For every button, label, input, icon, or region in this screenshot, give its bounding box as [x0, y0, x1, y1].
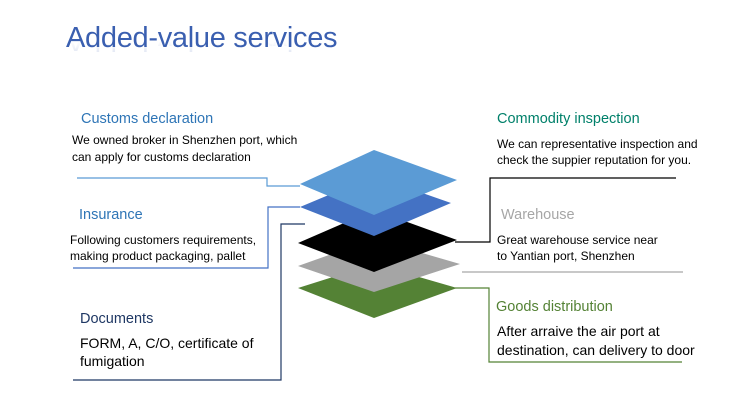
customs-heading: Customs declaration — [81, 111, 214, 127]
commodity-desc-line-1: We can representative inspection and — [497, 137, 698, 151]
commodity-heading: Commodity inspection — [497, 111, 640, 127]
warehouse-desc-line-1: Great warehouse service near — [497, 233, 658, 247]
connector-distribution — [455, 287, 682, 363]
layer-black — [298, 210, 457, 272]
connector-commodity — [455, 177, 676, 243]
distribution-desc-line-1: After arraive the air port at — [497, 323, 660, 339]
warehouse-desc-line-2: to Yantian port, Shenzhen — [497, 249, 635, 263]
layer-light-blue — [300, 150, 457, 215]
connector-insurance — [73, 206, 300, 269]
warehouse-heading: Warehouse — [501, 207, 575, 223]
distribution-heading: Goods distribution — [496, 299, 613, 315]
customs-desc-line-1: We owned broker in Shenzhen port, which — [72, 133, 298, 147]
documents-heading: Documents — [80, 311, 154, 327]
distribution-desc-line-2: destination, can delivery to door — [497, 342, 695, 358]
connector-documents — [73, 223, 305, 381]
insurance-heading: Insurance — [79, 207, 143, 223]
insurance-desc-line-1: Following customers requirements, — [70, 233, 257, 247]
commodity-desc-line-2: check the suppier reputation for you. — [497, 153, 692, 167]
documents-desc-line-2: fumigation — [80, 353, 145, 369]
customs-desc-line-2: can apply for customs declaration — [72, 150, 251, 164]
insurance-desc-line-2: making product packaging, pallet — [70, 249, 246, 263]
documents-desc-line-1: FORM, A, C/O, certificate of — [80, 335, 254, 351]
connector-customs — [77, 177, 300, 187]
page-title: Added-value services — [66, 22, 338, 54]
